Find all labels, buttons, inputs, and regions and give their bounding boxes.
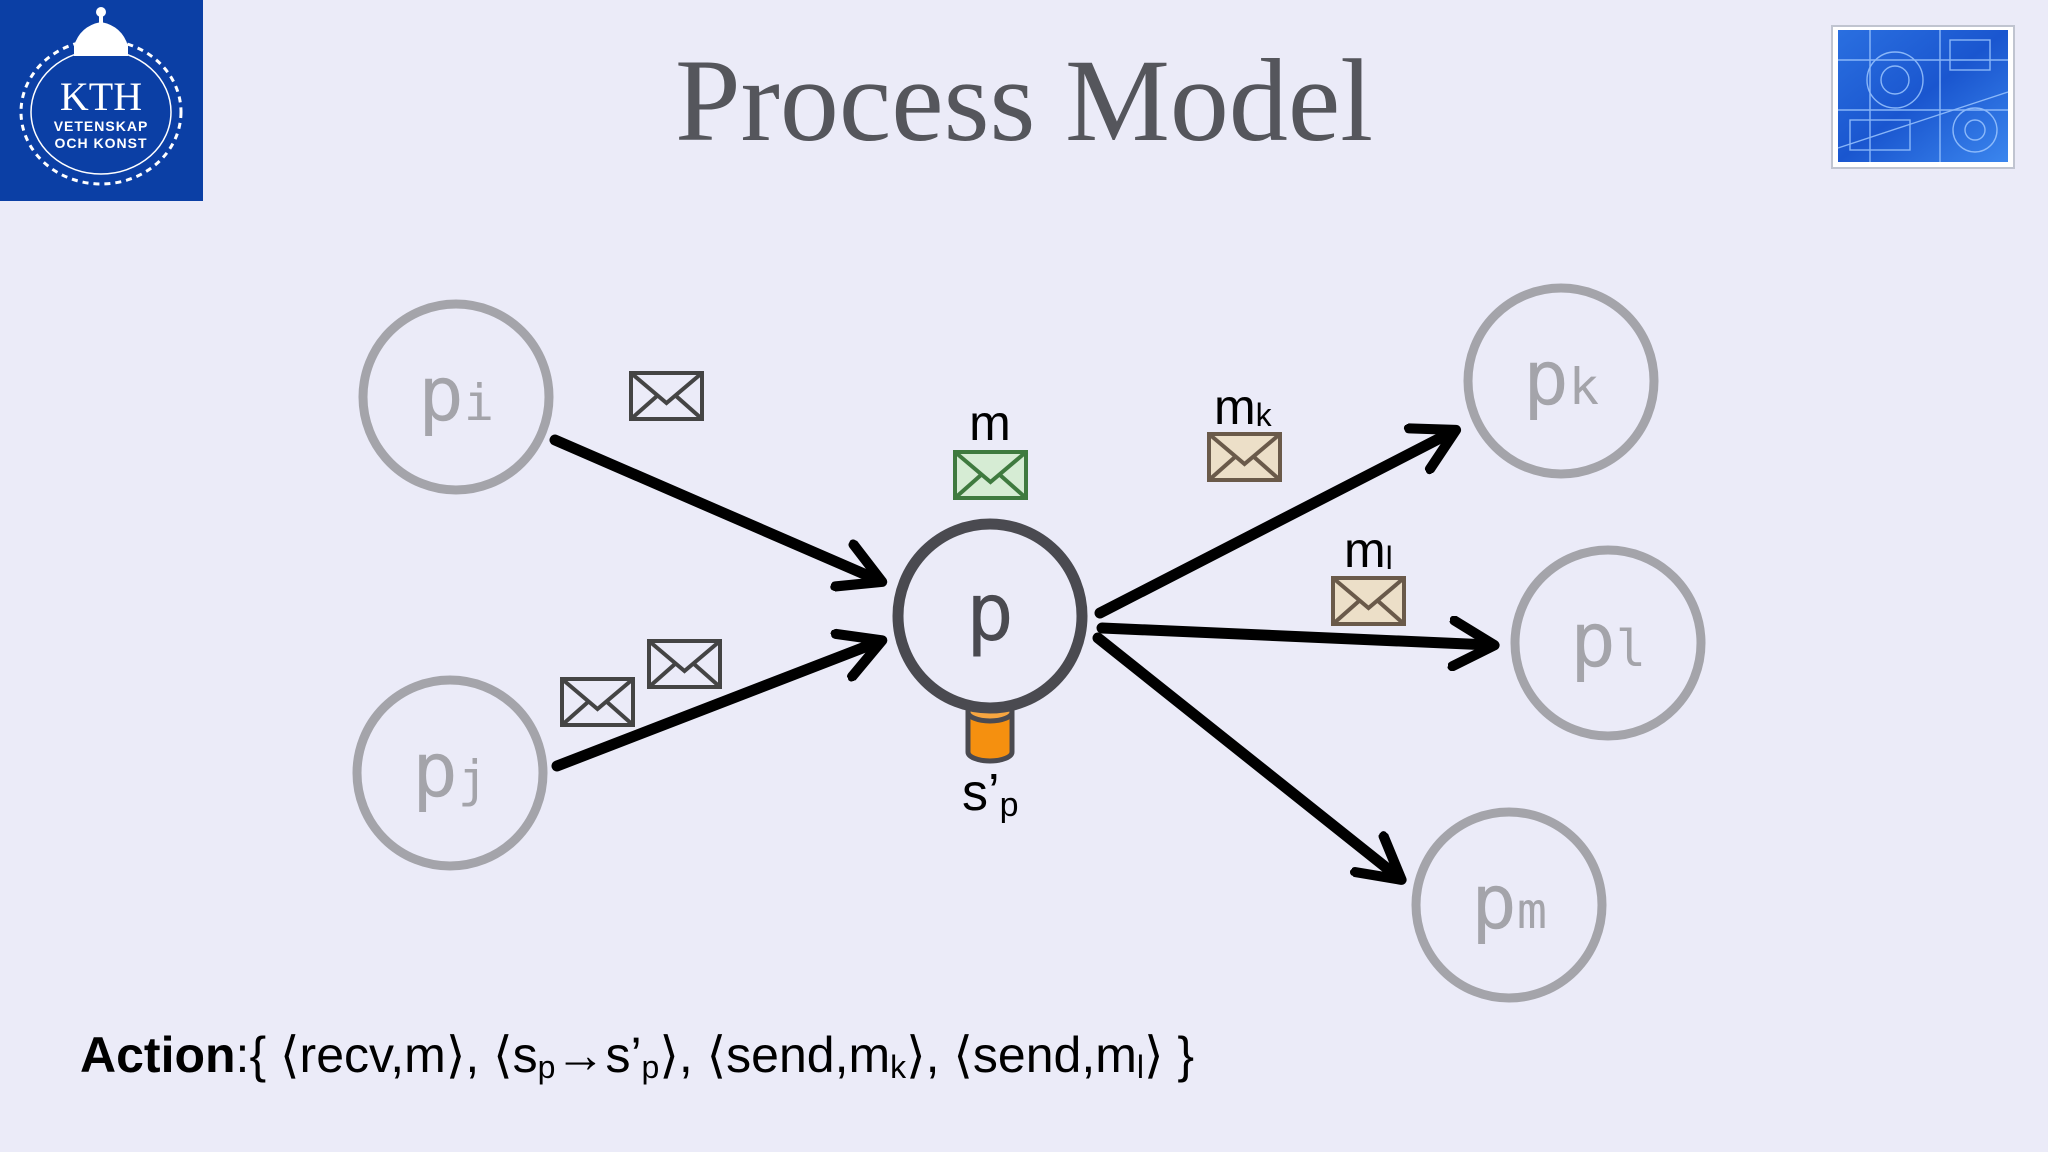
state-label-sub: p (1000, 786, 1019, 824)
state-label: s’p (962, 764, 1018, 824)
action-open: :{ (236, 1027, 280, 1083)
logo-line2: OCH KONST (55, 135, 148, 151)
state-label-base: s’ (962, 764, 1000, 822)
svg-text:pk: pk (1523, 333, 1599, 422)
action-send2-post: ⟩ } (1144, 1027, 1194, 1083)
action-send2-sub: l (1137, 1049, 1144, 1085)
logo-line1: VETENSKAP (54, 118, 149, 134)
action-trans-pre: ⟨s (493, 1027, 538, 1083)
action-send2-pre: ⟨send,m (953, 1027, 1136, 1083)
message-mk-base: m (1214, 379, 1256, 435)
action-send1-post: ⟩, (906, 1027, 953, 1083)
node-pj: pj (352, 675, 548, 871)
kth-logo: KTH VETENSKAP OCH KONST (0, 0, 203, 201)
action-label: Action (80, 1027, 236, 1083)
message-ml-base: m (1344, 522, 1386, 578)
envelope-icon-pi (629, 371, 704, 421)
page-title: Process Model (675, 35, 1373, 166)
arrow-p-to-pl (1096, 628, 1490, 645)
node-p: p (892, 518, 1088, 714)
envelope-icon-pj-1 (647, 639, 722, 689)
svg-text:pm: pm (1471, 857, 1547, 946)
message-m-label: m (969, 395, 1011, 451)
envelope-icon-m (953, 450, 1028, 500)
arrows (549, 432, 1490, 877)
action-trans-arrow: →s’ (555, 1027, 641, 1083)
node-pi: pi (358, 299, 554, 495)
action-recv: ⟨recv,m⟩, (280, 1027, 493, 1083)
message-ml-sub: l (1386, 540, 1393, 576)
action-trans-post: ⟩, (659, 1027, 706, 1083)
message-mk-sub: k (1256, 397, 1273, 433)
node-p-label: p (966, 566, 1014, 659)
svg-text:pi: pi (418, 349, 494, 438)
node-pm-base: p (1471, 857, 1517, 946)
blueprint-image (1831, 25, 2015, 169)
node-pk-base: p (1523, 333, 1569, 422)
node-pm: pm (1411, 807, 1607, 1003)
envelope-icon-mk (1207, 432, 1282, 482)
crown-icon (74, 7, 128, 56)
arrow-p-to-pk (1094, 432, 1452, 619)
node-pk-sub: k (1569, 358, 1599, 416)
arrow-p-to-pm (1092, 632, 1398, 877)
envelope-icon-pj-2 (560, 677, 635, 727)
arrow-pi-to-p (549, 434, 878, 580)
action-line: Action:{ ⟨recv,m⟩, ⟨sp→s’p⟩, ⟨send,mk⟩, … (80, 1027, 1194, 1085)
svg-text:pj: pj (412, 725, 488, 814)
logo-name: KTH (60, 74, 142, 119)
node-pl: pl (1510, 545, 1706, 741)
node-pl-base: p (1570, 595, 1616, 684)
node-pi-sub: i (464, 374, 494, 432)
node-pj-sub: j (458, 750, 488, 808)
node-pk: pk (1463, 283, 1659, 479)
svg-text:pl: pl (1570, 595, 1646, 684)
action-send1-pre: ⟨send,m (707, 1027, 890, 1083)
node-pj-base: p (412, 725, 458, 814)
message-ml-label: ml (1344, 522, 1393, 578)
node-pi-base: p (418, 349, 464, 438)
arrow-pj-to-p (551, 642, 878, 772)
envelope-icon-ml (1331, 576, 1406, 626)
node-pl-sub: l (1616, 620, 1646, 678)
action-trans-sub2: p (642, 1049, 660, 1085)
action-send1-sub: k (890, 1049, 907, 1085)
node-pm-sub: m (1517, 882, 1547, 940)
message-mk-label: mk (1214, 379, 1273, 435)
action-trans-sub1: p (538, 1049, 556, 1085)
